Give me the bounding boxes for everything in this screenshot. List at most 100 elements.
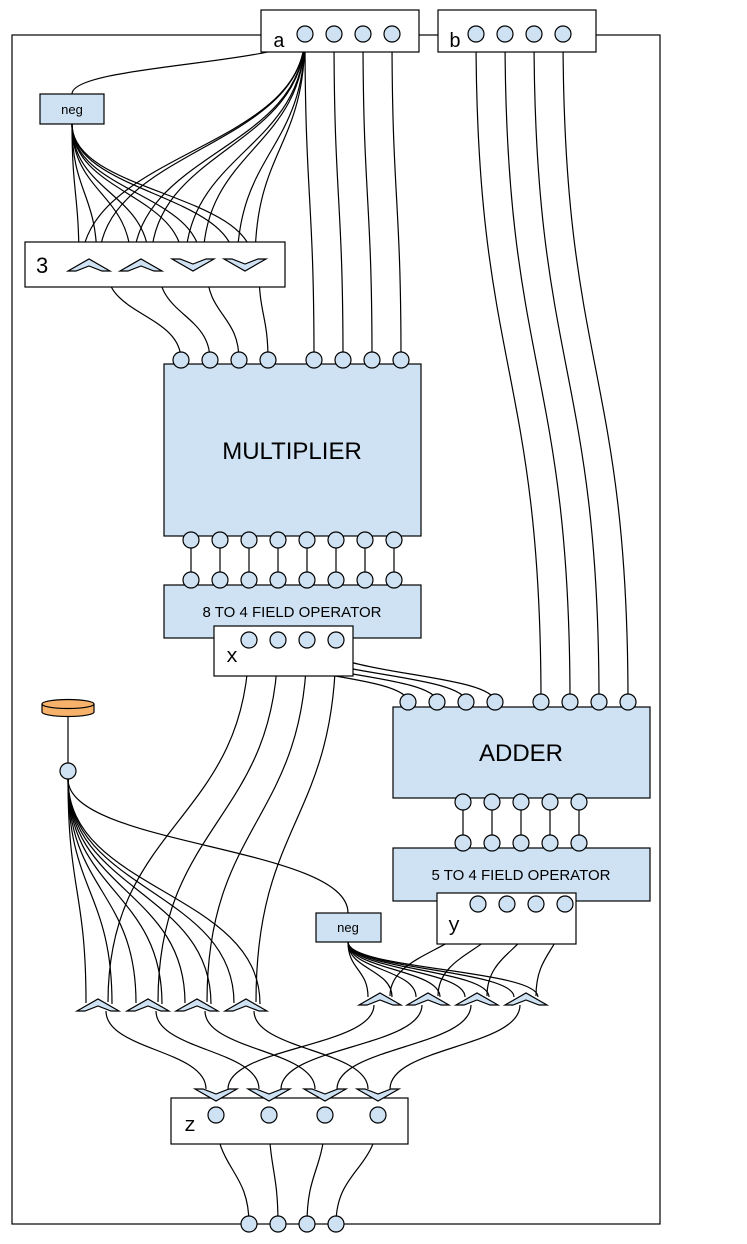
input-a-pin-2[interactable] xyxy=(354,25,372,43)
mid-right-gate-4[interactable] xyxy=(502,992,550,1006)
mid-right-gate-2[interactable] xyxy=(404,992,452,1006)
wire-a-gate xyxy=(254,33,306,264)
multiplier-out-pin-4[interactable] xyxy=(298,531,316,549)
x-pin-2[interactable] xyxy=(298,631,316,649)
fop8-in-pin-7[interactable] xyxy=(385,571,403,589)
top-gate-4[interactable] xyxy=(221,258,269,272)
multiplier-out-pin-3[interactable] xyxy=(269,531,287,549)
mid-right-gate-1[interactable] xyxy=(356,992,404,1006)
y-pin-0[interactable] xyxy=(469,895,487,913)
fop8-in-pin-6[interactable] xyxy=(356,571,374,589)
multiplier-out-pin-2[interactable] xyxy=(240,531,258,549)
multiplier-in-pin-4[interactable] xyxy=(305,351,323,369)
multiplier-in-pin-3[interactable] xyxy=(259,351,277,369)
mid-right-gate-3[interactable] xyxy=(453,992,501,1006)
z-gate-3[interactable] xyxy=(301,1088,349,1102)
mid-left-gate-2[interactable] xyxy=(124,998,172,1012)
y-pin-1[interactable] xyxy=(498,895,516,913)
wire-src-neg xyxy=(67,778,349,914)
top-gate-3[interactable] xyxy=(169,258,217,272)
output-pin-0[interactable] xyxy=(240,1215,258,1233)
adder-in-pin-3[interactable] xyxy=(486,693,504,711)
x-pin-0[interactable] xyxy=(240,631,258,649)
fop8-in-pin-4[interactable] xyxy=(298,571,316,589)
fop5-in-pin-4[interactable] xyxy=(570,834,588,852)
output-pin-3[interactable] xyxy=(327,1215,345,1233)
adder-out-pin-3[interactable] xyxy=(541,793,559,811)
input-b-pin-0[interactable] xyxy=(467,25,485,43)
y-pin-3[interactable] xyxy=(556,895,574,913)
fop5-in-pin-0[interactable] xyxy=(454,834,472,852)
neg-gate-bottom[interactable] xyxy=(315,912,382,943)
fop8-in-pin-2[interactable] xyxy=(240,571,258,589)
wire-mid-z xyxy=(155,1010,260,1090)
input-a-pin-0[interactable] xyxy=(296,25,314,43)
z-pin-2[interactable] xyxy=(316,1106,334,1124)
adder-in-pin-2[interactable] xyxy=(457,693,475,711)
adder-out-pin-2[interactable] xyxy=(512,793,530,811)
adder-in-pin-7[interactable] xyxy=(619,693,637,711)
mid-left-gate-4[interactable] xyxy=(222,998,270,1012)
input-b-box[interactable] xyxy=(437,9,597,53)
x-pin-1[interactable] xyxy=(269,631,287,649)
multiplier-in-pin-0[interactable] xyxy=(172,351,190,369)
multiplier-out-pin-6[interactable] xyxy=(356,531,374,549)
z-label: z xyxy=(184,1115,196,1138)
output-pin-2[interactable] xyxy=(298,1215,316,1233)
adder-out-pin-0[interactable] xyxy=(454,793,472,811)
z-pin-1[interactable] xyxy=(260,1106,278,1124)
fop5-in-pin-2[interactable] xyxy=(512,834,530,852)
wire-src-gate xyxy=(67,778,186,1004)
x-label: x xyxy=(226,646,238,669)
z-gate-2[interactable] xyxy=(245,1088,293,1102)
z-gate-1[interactable] xyxy=(192,1088,240,1102)
top-gate-2[interactable] xyxy=(117,258,165,272)
output-pin-1[interactable] xyxy=(269,1215,287,1233)
fop8-in-pin-0[interactable] xyxy=(182,571,200,589)
multiplier-out-pin-7[interactable] xyxy=(385,531,403,549)
multiplier-in-pin-2[interactable] xyxy=(230,351,248,369)
multiplier-in-pin-6[interactable] xyxy=(363,351,381,369)
adder-out-pin-4[interactable] xyxy=(570,793,588,811)
adder-in-pin-4[interactable] xyxy=(532,693,550,711)
y-pin-2[interactable] xyxy=(527,895,545,913)
wire-neg-gate xyxy=(71,123,184,264)
multiplier-out-pin-0[interactable] xyxy=(182,531,200,549)
multiplier-in-pin-1[interactable] xyxy=(201,351,219,369)
wire-x-gate xyxy=(255,639,337,1003)
input-b-pin-3[interactable] xyxy=(554,25,572,43)
fop5-in-pin-3[interactable] xyxy=(541,834,559,852)
wire-b-adder xyxy=(504,33,571,703)
multiplier-out-pin-5[interactable] xyxy=(327,531,345,549)
multiplier-out-pin-1[interactable] xyxy=(211,531,229,549)
input-a-pin-3[interactable] xyxy=(383,25,401,43)
fop5-in-pin-1[interactable] xyxy=(483,834,501,852)
input-b-pin-1[interactable] xyxy=(496,25,514,43)
wire-a-gate xyxy=(150,33,306,264)
z-gate-4[interactable] xyxy=(354,1088,402,1102)
source-pin[interactable] xyxy=(59,762,77,780)
adder-in-pin-5[interactable] xyxy=(561,693,579,711)
adder-out-pin-1[interactable] xyxy=(483,793,501,811)
fop8-in-pin-3[interactable] xyxy=(269,571,287,589)
top-gate-1[interactable] xyxy=(65,258,113,272)
field-operator-5to4-label: 5 TO 4 FIELD OPERATOR xyxy=(432,867,611,884)
input-b-pin-2[interactable] xyxy=(525,25,543,43)
adder-in-pin-0[interactable] xyxy=(399,693,417,711)
fop8-in-pin-5[interactable] xyxy=(327,571,345,589)
multiplier-in-pin-5[interactable] xyxy=(334,351,352,369)
x-pin-3[interactable] xyxy=(327,631,345,649)
mid-left-gate-3[interactable] xyxy=(173,998,221,1012)
multiplier-block[interactable] xyxy=(163,363,422,537)
z-pin-3[interactable] xyxy=(369,1106,387,1124)
z-pin-0[interactable] xyxy=(207,1106,225,1124)
input-a-pin-1[interactable] xyxy=(325,25,343,43)
source-cylinder[interactable] xyxy=(41,698,95,718)
mid-left-gate-1[interactable] xyxy=(74,998,122,1012)
fop8-in-pin-1[interactable] xyxy=(211,571,229,589)
neg-gate-top[interactable] xyxy=(39,93,105,125)
multiplier-in-pin-7[interactable] xyxy=(392,351,410,369)
adder-in-pin-6[interactable] xyxy=(590,693,608,711)
adder-in-pin-1[interactable] xyxy=(428,693,446,711)
